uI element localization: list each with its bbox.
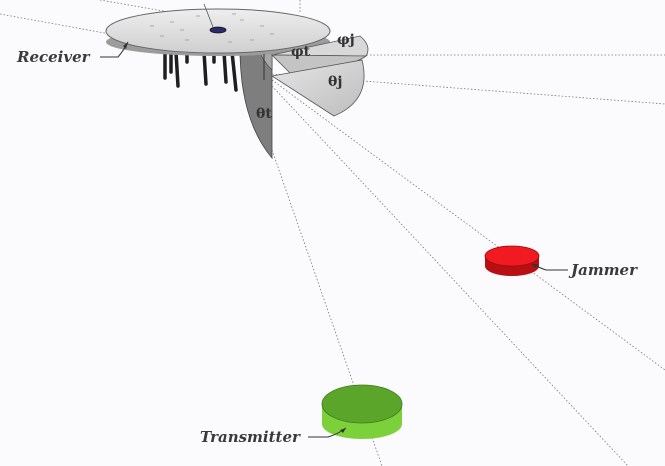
antenna-rod [222, 50, 228, 84]
theta-t-label: θt [256, 106, 272, 122]
receiver-disk-marks [150, 13, 274, 43]
reference-line [271, 85, 629, 466]
theta-j-label: θj [328, 74, 342, 90]
receiver-label: Receiver [16, 48, 91, 66]
receiver [105, 3, 331, 56]
phi-j-label: φj [337, 32, 355, 48]
transmitter-top [321, 384, 403, 424]
antenna-rod [230, 50, 238, 92]
antenna-rod [202, 50, 208, 86]
jammer-label: Jammer [568, 261, 638, 279]
transmitter [321, 384, 403, 439]
receiver-mast [203, 3, 214, 28]
jammer-top [484, 245, 540, 267]
reference-line [271, 73, 665, 105]
phi-t-label: φt [291, 44, 311, 60]
callout-arrowheads [123, 42, 538, 433]
arrowhead [123, 42, 128, 49]
jammer [484, 245, 540, 276]
arrowhead [532, 264, 538, 268]
theta-j-sector [270, 59, 365, 117]
reference-line [0, 13, 111, 35]
arrowhead [340, 428, 346, 433]
antenna-rod [174, 50, 180, 88]
receiver-center-hub [209, 26, 227, 34]
transmitter-label: Transmitter [200, 428, 301, 446]
line-of-sight-jammer [271, 79, 665, 371]
